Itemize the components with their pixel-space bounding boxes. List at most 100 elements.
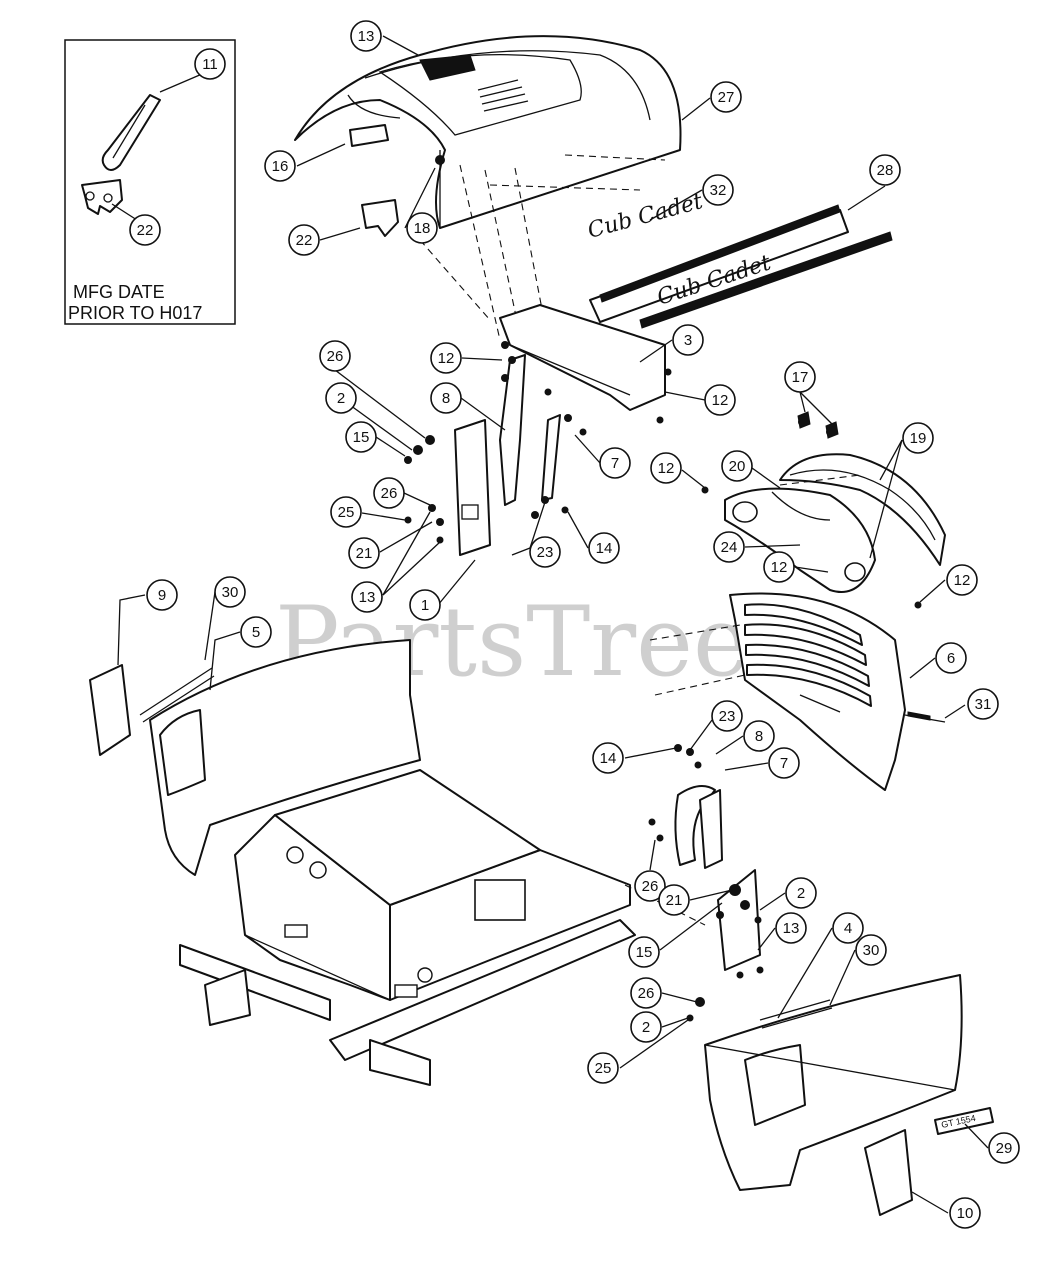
callout-21-upper-label: 21 bbox=[356, 545, 373, 562]
grille-6 bbox=[729, 592, 906, 791]
callout-6-label: 6 bbox=[947, 650, 955, 667]
chassis-frame bbox=[179, 769, 636, 1086]
callout-25-lower: 25 bbox=[587, 1052, 619, 1084]
callout-13-hood-label: 13 bbox=[358, 28, 375, 45]
callout-17: 17 bbox=[784, 361, 816, 393]
callout-16: 16 bbox=[264, 150, 296, 182]
callout-12-e: 12 bbox=[946, 564, 978, 596]
callout-23-lower-label: 23 bbox=[719, 708, 736, 725]
callout-18-label: 18 bbox=[414, 220, 431, 237]
callout-11: 11 bbox=[194, 48, 226, 80]
callout-21-lower: 21 bbox=[658, 884, 690, 916]
callout-32-label: 32 bbox=[710, 182, 727, 199]
callout-23-lower: 23 bbox=[711, 700, 743, 732]
callout-18: 18 bbox=[406, 212, 438, 244]
callout-8-lower-label: 8 bbox=[755, 728, 763, 745]
callout-29: 29 bbox=[988, 1132, 1020, 1164]
callout-16-label: 16 bbox=[272, 158, 289, 175]
callout-21-upper: 21 bbox=[348, 537, 380, 569]
callout-25-upper-label: 25 bbox=[338, 504, 355, 521]
bracket-8-upper bbox=[499, 354, 526, 506]
callout-14-upper-label: 14 bbox=[596, 540, 613, 557]
callout-26-mid-label: 26 bbox=[381, 485, 398, 502]
callout-26-upper-label: 26 bbox=[327, 348, 344, 365]
muffler-20 bbox=[724, 487, 876, 593]
callout-7-upper-label: 7 bbox=[611, 455, 619, 472]
callout-22-inset: 22 bbox=[129, 214, 161, 246]
bracket-3 bbox=[499, 304, 666, 411]
callout-12-b: 12 bbox=[704, 384, 736, 416]
callout-13-lower: 13 bbox=[775, 912, 807, 944]
inset-part-11 bbox=[101, 94, 161, 171]
bracket-2-lower bbox=[717, 869, 761, 971]
inset-box: MFG DATE PRIOR TO H017 bbox=[64, 39, 236, 325]
callout-2-bottom-label: 2 bbox=[642, 1019, 650, 1036]
bracket-8-lower bbox=[674, 785, 716, 866]
callout-12-c: 12 bbox=[650, 452, 682, 484]
callout-14-lower: 14 bbox=[592, 742, 624, 774]
callout-20: 20 bbox=[721, 450, 753, 482]
callout-10-label: 10 bbox=[957, 1205, 974, 1222]
muffler-shield-19 bbox=[779, 453, 946, 566]
callout-15-lower: 15 bbox=[628, 936, 660, 968]
bracket-1 bbox=[454, 419, 491, 556]
callout-22: 22 bbox=[288, 224, 320, 256]
callout-6: 6 bbox=[935, 642, 967, 674]
side-panel-5 bbox=[149, 639, 421, 876]
callout-19: 19 bbox=[902, 422, 934, 454]
callout-2-lower: 2 bbox=[785, 877, 817, 909]
callout-26-bottom: 26 bbox=[630, 977, 662, 1009]
inset-label-line1: MFG DATE bbox=[73, 282, 165, 302]
callout-15-lower-label: 15 bbox=[636, 944, 653, 961]
side-panel-10 bbox=[864, 1129, 913, 1216]
callout-31-label: 31 bbox=[975, 696, 992, 713]
callout-15-upper: 15 bbox=[345, 421, 377, 453]
callout-14-upper: 14 bbox=[588, 532, 620, 564]
plate-29: GT 1554 bbox=[934, 1107, 994, 1135]
callout-30-right-label: 30 bbox=[863, 942, 880, 959]
inset-label-line2: PRIOR TO H017 bbox=[68, 303, 202, 323]
callout-2-upper-label: 2 bbox=[337, 390, 345, 407]
callout-2-bottom: 2 bbox=[630, 1011, 662, 1043]
hardware-lower bbox=[648, 744, 764, 1022]
callout-10: 10 bbox=[949, 1197, 981, 1229]
parts-17 bbox=[797, 411, 839, 439]
callout-30-right: 30 bbox=[855, 934, 887, 966]
callout-19-label: 19 bbox=[910, 430, 927, 447]
callout-5-label: 5 bbox=[252, 624, 260, 641]
part-22 bbox=[361, 199, 399, 237]
strip-30-left bbox=[139, 667, 215, 723]
callout-12-c-label: 12 bbox=[658, 460, 675, 477]
callout-25-upper: 25 bbox=[330, 496, 362, 528]
callout-14-lower-label: 14 bbox=[600, 750, 617, 767]
side-panel-9 bbox=[89, 664, 131, 756]
callout-1-label: 1 bbox=[421, 597, 429, 614]
callout-28-label: 28 bbox=[877, 162, 894, 179]
callout-4-label: 4 bbox=[844, 920, 852, 937]
callout-12-a: 12 bbox=[430, 342, 462, 374]
callout-13-lower-label: 13 bbox=[783, 920, 800, 937]
callout-5: 5 bbox=[240, 616, 272, 648]
strip-31 bbox=[904, 711, 946, 723]
grille-slots bbox=[744, 603, 872, 707]
callout-26-bottom-label: 26 bbox=[638, 985, 655, 1002]
hood-vents bbox=[477, 79, 529, 112]
callout-12-a-label: 12 bbox=[438, 350, 455, 367]
callout-31: 31 bbox=[967, 688, 999, 720]
bracket-7-upper bbox=[541, 414, 561, 501]
callout-27: 27 bbox=[710, 81, 742, 113]
callout-8-upper: 8 bbox=[430, 382, 462, 414]
callout-32: 32 bbox=[702, 174, 734, 206]
callout-24: 24 bbox=[713, 531, 745, 563]
callout-4: 4 bbox=[832, 912, 864, 944]
callout-21-lower-label: 21 bbox=[666, 892, 683, 909]
callout-7-lower: 7 bbox=[768, 747, 800, 779]
callout-2-upper: 2 bbox=[325, 382, 357, 414]
callout-11-label: 11 bbox=[202, 56, 218, 73]
callout-26-lower: 26 bbox=[634, 870, 666, 902]
callout-9: 9 bbox=[146, 579, 178, 611]
side-panel-4 bbox=[704, 974, 963, 1191]
callout-12-e-label: 12 bbox=[954, 572, 971, 589]
callout-3: 3 bbox=[672, 324, 704, 356]
